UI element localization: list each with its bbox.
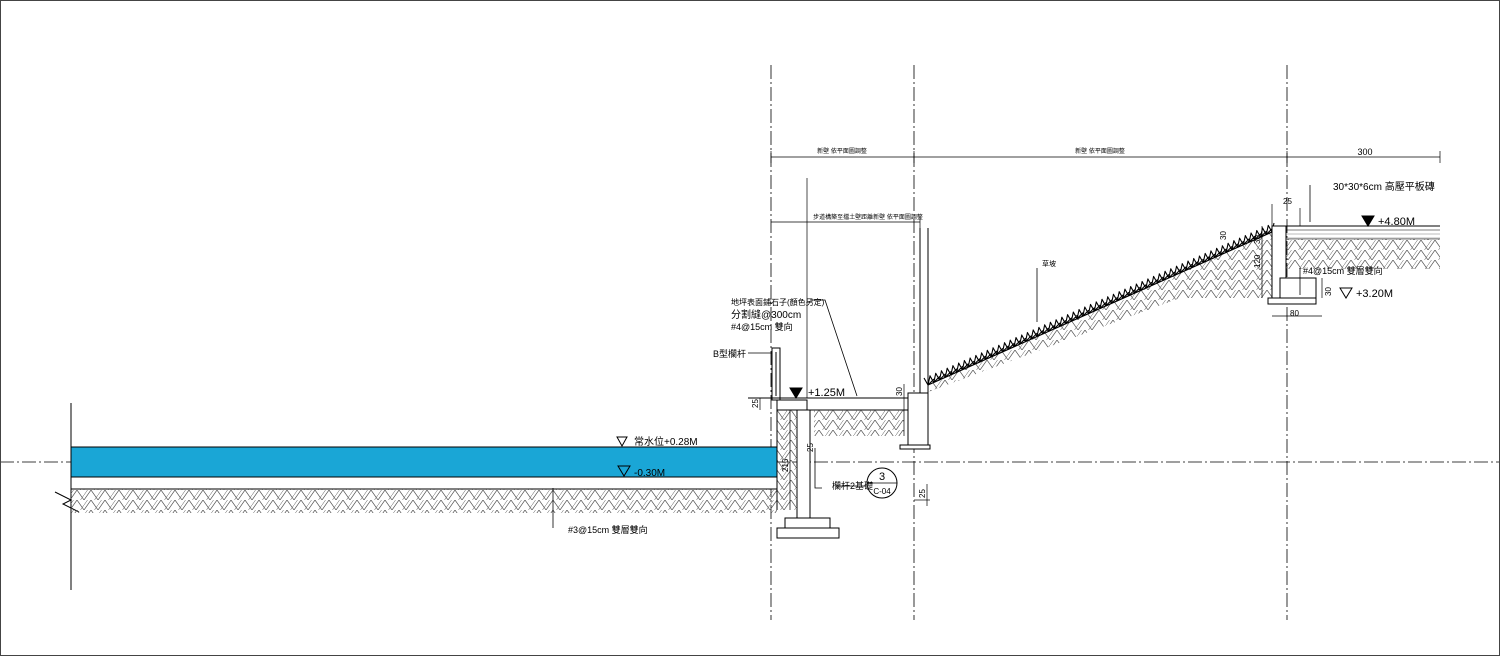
detail-sheet: C-04 <box>873 487 891 496</box>
elevation-markers <box>616 215 1375 477</box>
dim-foot-right: 25 <box>918 489 927 498</box>
elevation-marker-walkway <box>789 387 803 399</box>
railing-label: B型欄杆 <box>713 348 746 359</box>
walkway-slab <box>748 397 908 436</box>
dim-second-row: 步道構築至擋土壁距離新壁 依平面圖調整 <box>813 213 923 221</box>
dim-right-footing-80: 80 <box>1290 309 1299 318</box>
dim-wall-top-30: 30 <box>1253 235 1262 244</box>
elevation-marker-bottom <box>617 465 631 477</box>
dim-right-wall-120: 120 <box>1253 254 1262 268</box>
elevation-top: +4.80M <box>1378 216 1415 228</box>
dimension-texts: 新壁 依平面圖調整 新壁 依平面圖調整 300 步道構築至擋土壁距離新壁 依平面… <box>751 147 1373 498</box>
elevation-marker-top <box>1361 215 1375 227</box>
joint-note: 分割縫@300cm <box>731 308 801 321</box>
dim-wall-left: 215 <box>781 458 790 472</box>
dim-slab-right: 30 <box>895 387 904 396</box>
grass-slope <box>923 222 1279 392</box>
detail-callout[interactable]: 3 C-04 <box>866 467 898 499</box>
dim-top-far-right: 300 <box>1357 147 1372 157</box>
rebar-right-note: #4@15cm 雙層雙向 <box>1303 265 1383 276</box>
tile-note: 30*30*6cm 高壓平板磚 <box>1333 180 1435 193</box>
pavement-note: 地坪表面鋪石子(顏色另定) <box>731 297 825 307</box>
detail-number: 3 <box>879 471 885 483</box>
rebar-bottom-note: #3@15cm 雙層雙向 <box>568 524 648 535</box>
rebar-upper-note: #4@15cm 雙向 <box>731 321 793 332</box>
dim-slope-top-30: 30 <box>1219 231 1228 240</box>
dim-slab-left: 25 <box>751 399 760 408</box>
railing-post <box>771 347 781 401</box>
pool-bottom-slab <box>70 476 778 513</box>
slope-toe-wall <box>899 228 931 450</box>
grass-slope-label: 草坡 <box>1042 259 1056 268</box>
axis-lines <box>0 65 1500 620</box>
elevation-water: 常水位+0.28M <box>634 435 698 448</box>
elevation-walkway: +1.25M <box>808 387 845 399</box>
dim-gap-small: 25 <box>806 443 815 452</box>
dim-slope-top-25: 25 <box>1283 197 1292 206</box>
annotation-texts: 地坪表面鋪石子(顏色另定) 分割縫@300cm #4@15cm 雙向 B型欄杆 … <box>568 180 1435 535</box>
top-platform <box>1267 225 1440 305</box>
elevation-footing: +3.20M <box>1356 288 1393 300</box>
dim-right-footing-30: 30 <box>1324 287 1333 296</box>
pond-retaining-wall <box>776 399 840 539</box>
dimension-lines <box>759 151 1441 510</box>
dim-top-left: 新壁 依平面圖調整 <box>817 147 867 155</box>
elevation-bottom: -0.30M <box>634 468 665 479</box>
grass-tufts <box>923 222 1279 386</box>
dim-top-right: 新壁 依平面圖調整 <box>1075 147 1125 155</box>
pond-water <box>70 446 778 478</box>
leader-lines <box>552 185 1311 528</box>
elevation-marker-water <box>616 436 628 448</box>
foundation-label: 欄杆2基礎 <box>832 480 873 491</box>
elevation-marker-footing <box>1339 287 1353 299</box>
elevation-texts: +1.25M 常水位+0.28M -0.30M +4.80M +3.20M <box>634 216 1415 479</box>
